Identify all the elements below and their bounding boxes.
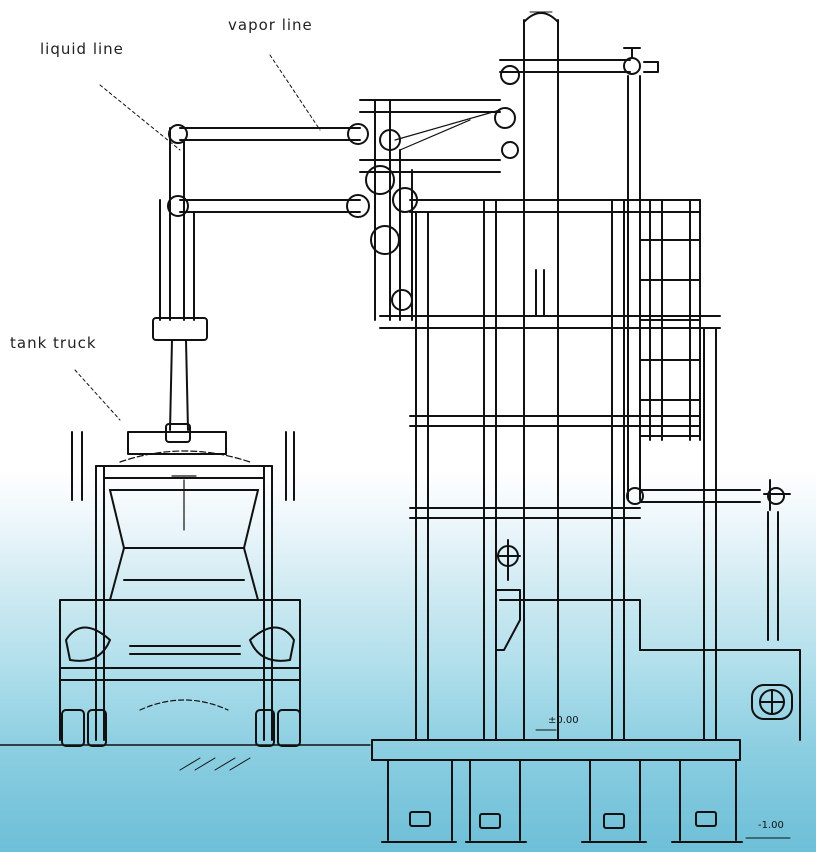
column-vessel (499, 11, 659, 741)
structural-frame (379, 199, 721, 741)
tank-truck (59, 431, 301, 747)
side-valves (495, 479, 801, 741)
tank-truck-label: tank truck (10, 334, 97, 352)
vapor-line-label: vapor line (228, 16, 313, 34)
level-minus-mark: -1.00 (758, 820, 784, 831)
level-zero-mark: ±0.00 (548, 715, 579, 726)
loading-arm (152, 65, 520, 443)
ground-foundation (0, 729, 791, 843)
liquid-line-label: liquid line (40, 40, 124, 58)
leader-lines (74, 54, 321, 421)
